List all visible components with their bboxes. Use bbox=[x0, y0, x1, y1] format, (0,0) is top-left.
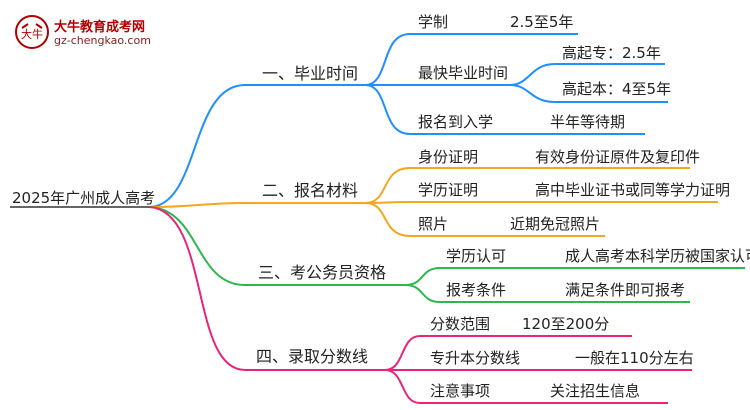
branch-1-item-3-value: 半年等待期 bbox=[550, 113, 626, 131]
branch-2-label: 二、报名材料 bbox=[262, 181, 359, 200]
branch-1-item-3-label: 报名到入学 bbox=[418, 113, 494, 131]
branch-2-item-1-label: 身份证明 bbox=[418, 148, 479, 166]
branch-3-item-2-label: 报考条件 bbox=[446, 281, 507, 299]
branch-2-item-1-value: 有效身份证原件及复印件 bbox=[535, 148, 701, 166]
branch-3-label: 三、考公务员资格 bbox=[258, 263, 387, 282]
branch-2-item-3-value: 近期免冠照片 bbox=[510, 215, 601, 233]
root-node: 2025年广州成人高考 bbox=[12, 189, 156, 207]
branch-1-label: 一、毕业时间 bbox=[262, 64, 359, 83]
branch-1-item-2-sub-1: 高起专：2.5年 bbox=[562, 44, 661, 62]
branch-1-item-1-label: 学制 bbox=[418, 13, 449, 31]
branch-3-item-1-value: 成人高考本科学历被国家认可 bbox=[565, 247, 750, 265]
branch-3-lines bbox=[149, 206, 745, 303]
branch-2-item-2-value: 高中毕业证书或同等学力证明 bbox=[535, 181, 731, 199]
bull-logo-icon: 大牛 bbox=[15, 15, 49, 49]
branch-3-item-2-value: 满足条件即可报考 bbox=[565, 281, 686, 299]
branch-3-item-1-label: 学历认可 bbox=[446, 247, 507, 265]
branch-4-item-2-value: 一般在110分左右 bbox=[575, 349, 694, 367]
branch-4-item-3-label: 注意事项 bbox=[430, 382, 491, 400]
branch-4-item-3-value: 关注招生信息 bbox=[550, 382, 641, 400]
branch-4-item-1-value: 120至200分 bbox=[522, 315, 610, 333]
branch-4-item-1-label: 分数范围 bbox=[430, 315, 491, 333]
branch-4-item-2-label: 专升本分数线 bbox=[430, 349, 521, 367]
logo-title: 大牛教育成考网 bbox=[54, 20, 146, 35]
site-logo: 大牛 大牛教育成考网 gz-chengkao.com bbox=[14, 14, 184, 52]
branch-1-item-1-value: 2.5至5年 bbox=[510, 13, 574, 31]
branch-1-item-2-label: 最快毕业时间 bbox=[418, 64, 509, 82]
logo-url: gz-chengkao.com bbox=[54, 34, 151, 47]
branch-2-lines bbox=[149, 167, 718, 237]
branch-2-item-2-label: 学历证明 bbox=[418, 181, 479, 199]
branch-4-label: 四、录取分数线 bbox=[256, 347, 369, 366]
branch-2-item-3-label: 照片 bbox=[418, 215, 449, 233]
branch-4-lines bbox=[149, 206, 692, 404]
branch-1-item-2-sub-2: 高起本：4至5年 bbox=[562, 80, 672, 98]
logo-mark-text: 大牛 bbox=[21, 27, 43, 41]
branch-1-lines bbox=[149, 33, 668, 208]
